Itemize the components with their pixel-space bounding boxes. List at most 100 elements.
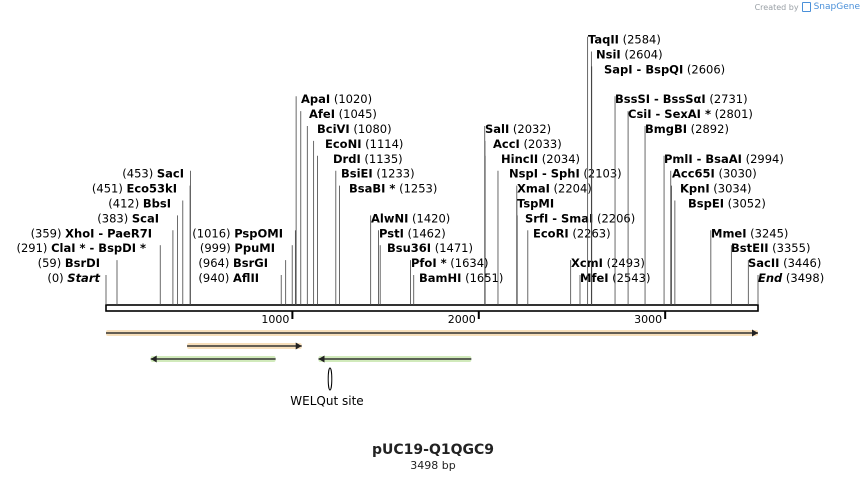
feature-arrow bbox=[150, 355, 276, 363]
site-label: SrfI - SmaI (2206) bbox=[516, 211, 635, 305]
site-label: BsiEI (1233) bbox=[335, 167, 415, 305]
site-label: DrdI (1135) bbox=[317, 152, 403, 305]
site-text: SapI - BspQI (2606) bbox=[604, 62, 725, 76]
site-text: HincII (2034) bbox=[501, 152, 580, 166]
site-text: PfoI * (1634) bbox=[411, 256, 489, 270]
site-label: BssSI - BssSαI (2731) bbox=[614, 92, 748, 305]
site-text: AlwNI (1420) bbox=[371, 211, 450, 225]
site-label: EcoRI (2263) bbox=[527, 226, 611, 305]
site-label: PfoI * (1634) bbox=[410, 256, 489, 305]
snapgene-credit: Created by SnapGene bbox=[755, 2, 860, 12]
snapgene-logo-icon bbox=[801, 2, 811, 12]
welqut-marker bbox=[327, 367, 333, 391]
site-label: (59) BsrDI bbox=[38, 256, 118, 305]
site-text: BspEI (3052) bbox=[688, 197, 766, 211]
scale-tick-label: 1000 bbox=[261, 313, 289, 326]
site-label: XcmI (2493) bbox=[570, 256, 645, 305]
site-label: NspI - SphI (2103) bbox=[497, 167, 622, 305]
site-label: AfeI (1045) bbox=[300, 107, 377, 305]
site-label: BspEI (3052) bbox=[674, 197, 766, 305]
site-text: BmgBI (2892) bbox=[645, 122, 729, 136]
site-text: (0) Start bbox=[47, 271, 100, 285]
site-label: BamHI (1651) bbox=[413, 271, 503, 305]
feature-arrowhead bbox=[150, 355, 157, 363]
site-text: BsaBI * (1253) bbox=[349, 182, 437, 196]
site-label: (940) AflII bbox=[198, 271, 282, 305]
scale-tick-label: 3000 bbox=[634, 313, 662, 326]
site-text: TspMI bbox=[517, 197, 554, 211]
site-label: (359) XhoI - PaeR7I bbox=[31, 226, 174, 305]
site-text: TaqII (2584) bbox=[588, 33, 661, 47]
site-label: (999) PpuMI bbox=[200, 241, 293, 305]
site-label: CsiI - SexAI * (2801) bbox=[627, 107, 753, 305]
site-label: EcoNI (1114) bbox=[313, 137, 403, 305]
site-text: (451) Eco53kI bbox=[92, 182, 177, 196]
site-label: (964) BsrGI bbox=[198, 256, 287, 305]
site-text: (964) BsrGI bbox=[198, 256, 268, 270]
site-text: NspI - SphI (2103) bbox=[509, 167, 622, 181]
site-text: (453) SacI bbox=[122, 167, 184, 181]
site-label: KpnI (3034) bbox=[671, 182, 752, 305]
site-label: (291) ClaI * - BspDI * bbox=[17, 241, 161, 305]
site-text: (1016) PspOMI bbox=[192, 226, 283, 240]
site-label: ApaI (1020) bbox=[295, 92, 372, 305]
site-text: AccI (2033) bbox=[493, 137, 562, 151]
feature-arrow bbox=[318, 355, 472, 363]
site-label: HincII (2034) bbox=[484, 152, 580, 305]
site-text: (359) XhoI - PaeR7I bbox=[31, 226, 152, 240]
site-label: (412) BbsI bbox=[108, 197, 184, 305]
site-text: PstI (1462) bbox=[379, 226, 446, 240]
site-label: MfeI (2543) bbox=[579, 271, 650, 305]
site-text: XcmI (2493) bbox=[571, 256, 645, 270]
site-label: MmeI (3245) bbox=[710, 226, 788, 305]
site-label: PstI (1462) bbox=[378, 226, 446, 305]
site-text: (383) ScaI bbox=[97, 211, 159, 225]
site-text: BamHI (1651) bbox=[419, 271, 503, 285]
site-label: (1016) PspOMI bbox=[192, 226, 296, 305]
site-text: (999) PpuMI bbox=[200, 241, 275, 255]
feature-arrow bbox=[187, 342, 302, 350]
site-text: NsiI (2604) bbox=[596, 48, 663, 62]
site-label: (0) Start bbox=[47, 271, 107, 305]
site-label: End (3498) bbox=[757, 271, 824, 305]
site-text: SrfI - SmaI (2206) bbox=[525, 211, 635, 225]
site-label: SacII (3446) bbox=[747, 256, 821, 305]
site-label: Bsu36I (1471) bbox=[379, 241, 473, 305]
site-label: BstEII (3355) bbox=[730, 241, 810, 305]
site-label: BsaBI * (1253) bbox=[339, 182, 437, 305]
site-text: SalI (2032) bbox=[485, 122, 551, 136]
site-text: (940) AflII bbox=[198, 271, 259, 285]
plasmid-length: 3498 bp bbox=[410, 459, 456, 472]
scale-tick-label: 2000 bbox=[448, 313, 476, 326]
welqut-label: WELQut site bbox=[290, 394, 363, 408]
site-text: Acc65I (3030) bbox=[672, 167, 757, 181]
site-label: (453) SacI bbox=[122, 167, 191, 305]
site-label: TaqII (2584) bbox=[587, 33, 661, 305]
feature-arrowhead bbox=[318, 355, 325, 363]
credit-prefix: Created by bbox=[754, 2, 799, 12]
site-label: PmlI - BsaAI (2994) bbox=[663, 152, 784, 305]
site-text: BciVI (1080) bbox=[317, 122, 392, 136]
site-text: BssSI - BssSαI (2731) bbox=[615, 92, 748, 106]
site-text: XmaI (2204) bbox=[517, 182, 592, 196]
site-text: End (3498) bbox=[758, 271, 824, 285]
site-text: SacII (3446) bbox=[748, 256, 821, 270]
site-text: PmlI - BsaAI (2994) bbox=[664, 152, 784, 166]
plasmid-name: pUC19-Q1QGC9 bbox=[371, 442, 494, 458]
site-text: Bsu36I (1471) bbox=[387, 241, 473, 255]
site-text: BsiEI (1233) bbox=[341, 167, 415, 181]
feature-arrow bbox=[106, 329, 758, 337]
site-text: EcoRI (2263) bbox=[533, 226, 611, 240]
site-text: AfeI (1045) bbox=[309, 107, 377, 121]
site-text: EcoNI (1114) bbox=[325, 137, 403, 151]
site-label: BciVI (1080) bbox=[306, 122, 392, 305]
feature-arrowhead bbox=[752, 329, 758, 337]
site-label: AlwNI (1420) bbox=[370, 211, 450, 305]
site-label: SapI - BspQI (2606) bbox=[591, 62, 725, 305]
backbone bbox=[105, 304, 759, 312]
site-label: (383) ScaI bbox=[97, 211, 178, 305]
site-label: BmgBI (2892) bbox=[644, 122, 729, 305]
feature-arrowhead bbox=[295, 342, 302, 350]
site-text: ApaI (1020) bbox=[301, 92, 372, 106]
